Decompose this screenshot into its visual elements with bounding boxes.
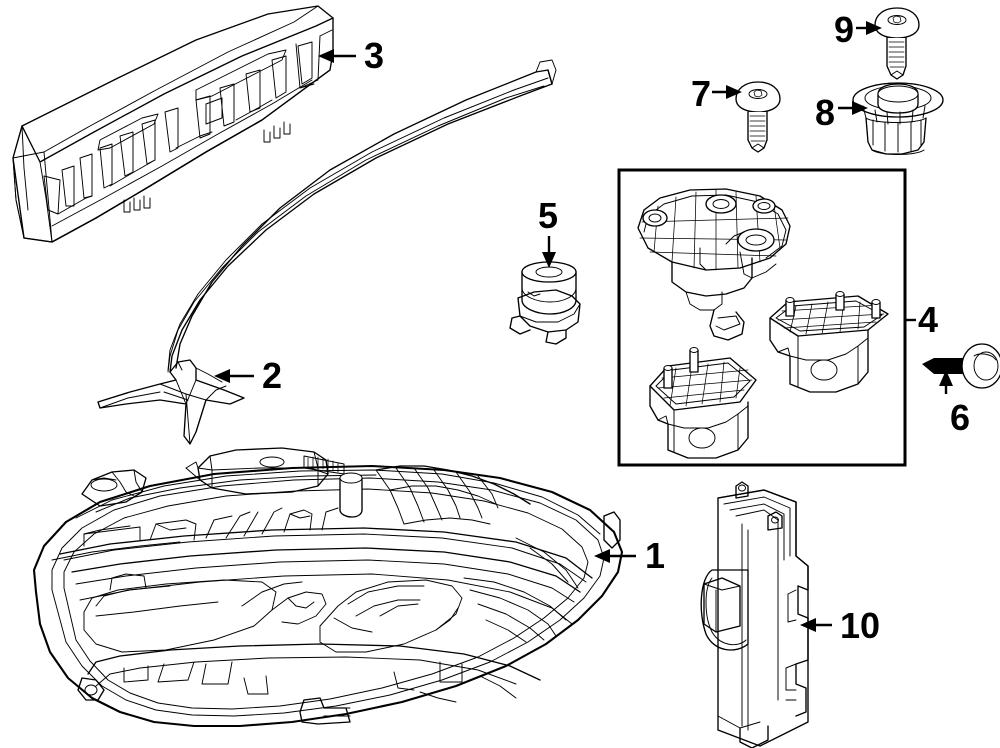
- callout-label-6: 6: [950, 397, 971, 438]
- part-torx-screw-9: [874, 7, 920, 80]
- part-trim-strip: [97, 59, 557, 445]
- leader-7: [712, 85, 742, 99]
- part-expansion-grommet: [852, 82, 944, 155]
- callout-label-5: 5: [538, 195, 559, 236]
- part-torx-screw-7: [735, 81, 781, 153]
- leader-2: [214, 369, 254, 383]
- upper-bracket-plate: [637, 188, 791, 341]
- callout-label-8: 8: [815, 92, 836, 133]
- leader-9: [856, 21, 882, 35]
- leader-3: [318, 49, 356, 63]
- bracket-group-box: [617, 168, 907, 467]
- part-control-module: [700, 481, 809, 748]
- callout-label-2: 2: [262, 355, 283, 396]
- leader-1: [594, 549, 636, 563]
- callout-label-4: 4: [918, 299, 939, 340]
- callout-label-3: 3: [364, 35, 385, 76]
- callout-label-9: 9: [834, 9, 855, 50]
- leader-6: [939, 370, 953, 394]
- right-grid-bracket: [769, 291, 889, 393]
- leader-5: [542, 236, 556, 268]
- leader-8: [838, 101, 868, 115]
- callout-label-7: 7: [691, 73, 712, 114]
- part-ribbed-carrier-panel: [12, 5, 334, 243]
- lower-grid-bracket: [649, 347, 757, 459]
- leader-10: [800, 618, 832, 632]
- callout-label-10: 10: [840, 605, 881, 646]
- part-flanged-bolt: [922, 343, 1000, 389]
- callout-label-1: 1: [645, 535, 666, 576]
- part-bushing-mount: [509, 261, 581, 345]
- part-headlamp-assembly: [32, 447, 624, 728]
